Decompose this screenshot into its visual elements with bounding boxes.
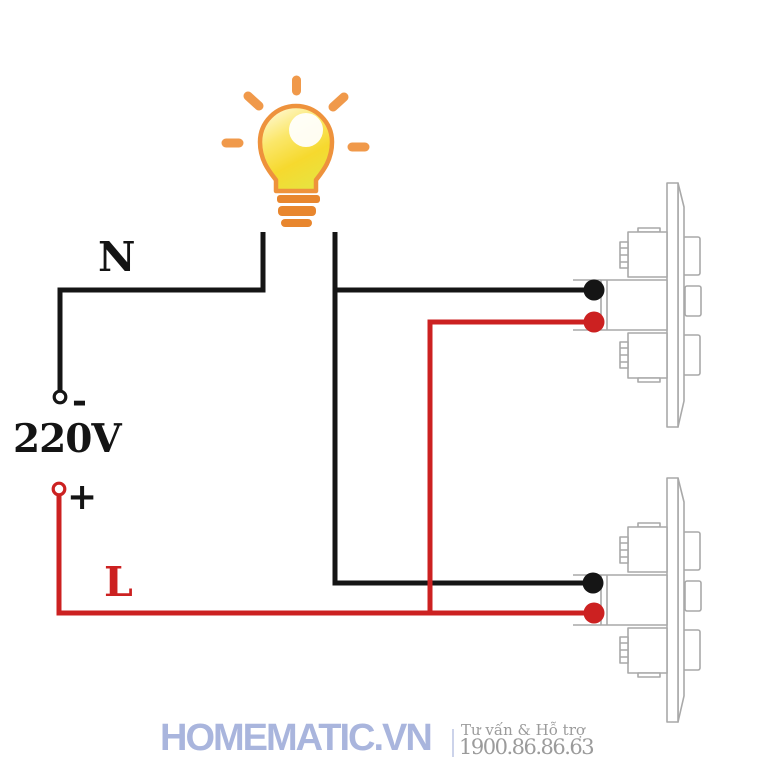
minus-sign: - <box>72 380 87 422</box>
live-wire-branch <box>427 319 594 615</box>
voltage-label: 220V <box>13 416 122 462</box>
footer-divider <box>452 729 454 757</box>
light-bulb-icon <box>221 75 370 227</box>
connection-dot-black-top <box>583 279 605 301</box>
switch-rear-block <box>682 629 701 671</box>
plus-sign: + <box>67 476 98 518</box>
switch-module-lip <box>637 377 661 383</box>
switch-detail-lines <box>573 247 628 363</box>
support-label: Tư vấn & Hỗ trợ <box>461 721 585 739</box>
bulb-highlight <box>289 113 323 147</box>
bulb-base-tip <box>281 219 312 227</box>
switch-plate-bevel <box>677 477 685 723</box>
switch-terminal-module <box>600 574 668 626</box>
bulb-ray-upper-right <box>328 92 349 112</box>
switch-plate-bevel <box>677 182 685 428</box>
live-wire <box>56 496 594 616</box>
switch-module <box>627 526 668 573</box>
terminal-positive <box>51 481 67 497</box>
bulb-base-ring <box>277 195 320 203</box>
wall-switch-bottom-icon <box>573 477 702 723</box>
bulb-ray-upper-left <box>243 91 264 111</box>
terminal-negative <box>52 389 68 405</box>
connection-dot-red-top <box>583 311 605 333</box>
live-label: L <box>104 558 133 606</box>
wall-switch-top-icon <box>573 182 702 428</box>
switch-rear-block <box>682 334 701 376</box>
neutral-wire <box>57 232 266 391</box>
bulb-base-ring <box>278 206 316 216</box>
brand-logo: HOMEMATIC.VN <box>160 717 433 759</box>
switch-module <box>627 627 668 674</box>
neutral-label: N <box>98 233 136 281</box>
switch-rear-block <box>682 531 701 571</box>
switch-terminal-module <box>600 279 668 331</box>
switched-wire-bottom <box>332 232 593 586</box>
connection-dot-black-bottom <box>582 572 604 594</box>
switch-faceplate <box>666 477 679 723</box>
switch-rear-block <box>682 236 701 276</box>
switch-rear-block <box>684 285 702 317</box>
switch-module-lip <box>637 672 661 678</box>
switch-module <box>627 231 668 278</box>
switch-rear-block <box>684 580 702 612</box>
switch-faceplate <box>666 182 679 428</box>
support-phone: 1900.86.86.63 <box>459 735 595 759</box>
connection-dot-red-bottom <box>583 602 605 624</box>
switch-module <box>627 332 668 379</box>
